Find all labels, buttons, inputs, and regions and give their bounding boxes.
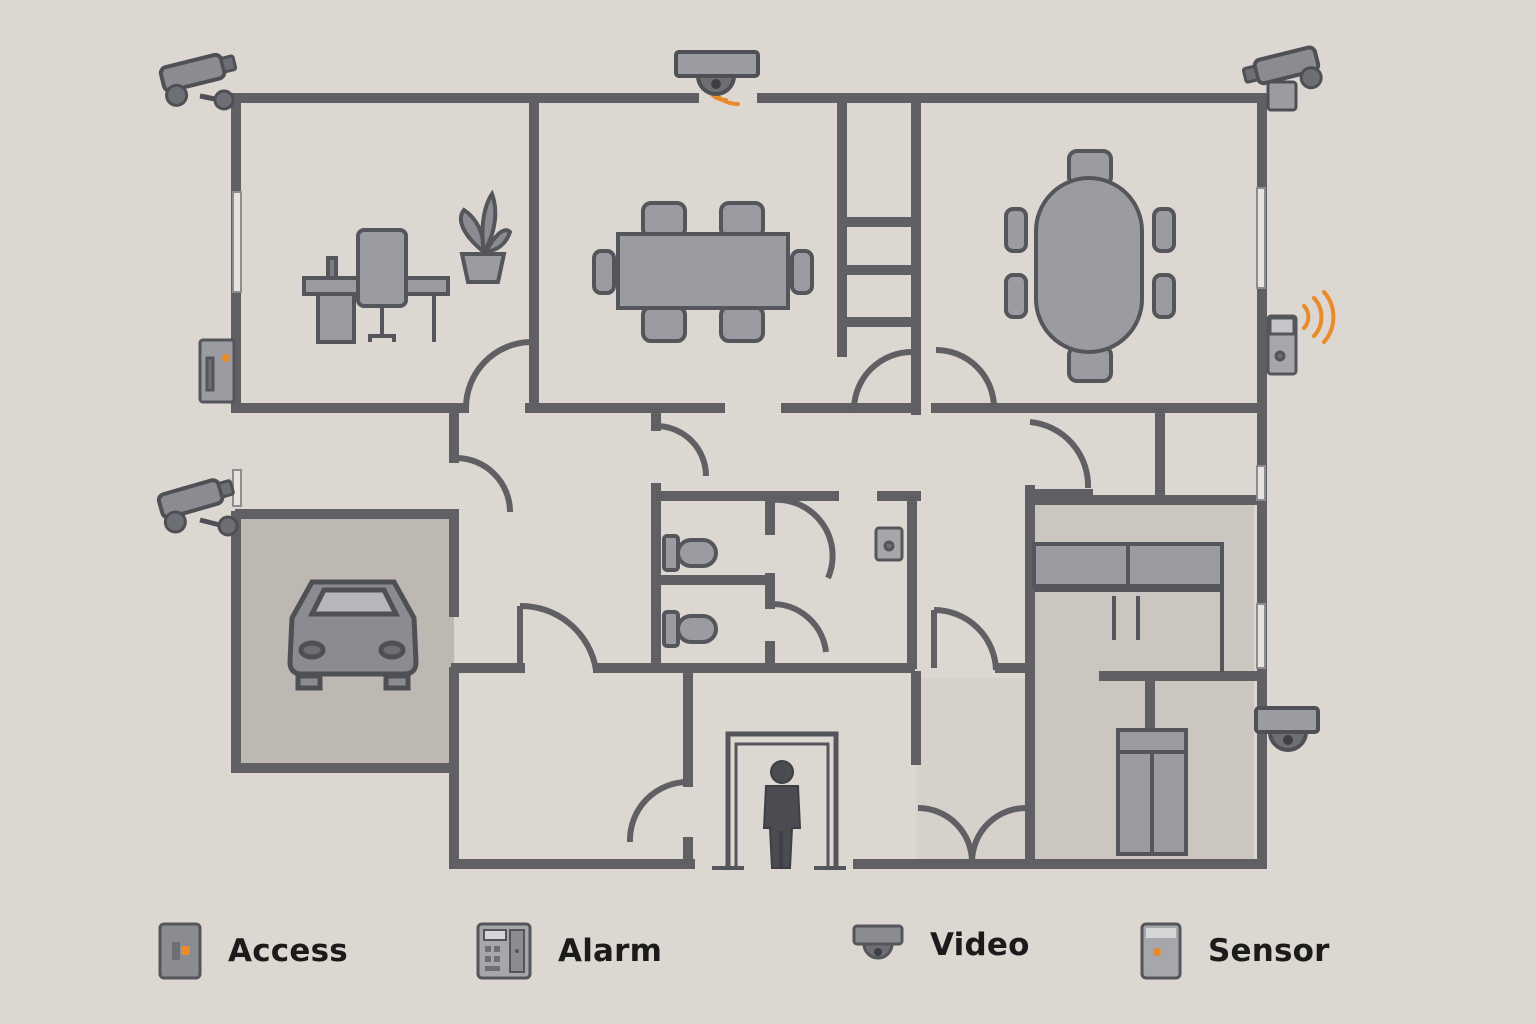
alarm-panel-icon (476, 922, 532, 980)
dome-camera-icon (674, 50, 760, 96)
wall-sensor-east (1266, 314, 1298, 376)
car-icon (287, 579, 419, 691)
legend-label-sensor: Sensor (1208, 933, 1330, 969)
access-reader-icon (158, 922, 202, 980)
walls (231, 93, 1267, 869)
metal-detector (712, 731, 846, 870)
legend-item-alarm: Alarm (476, 922, 662, 980)
person-icon (762, 760, 802, 869)
plant-icon (458, 189, 513, 284)
storage-cabinets (1032, 542, 1224, 856)
legend-item-video: Video (852, 922, 1030, 968)
legend-item-sensor: Sensor (1140, 922, 1330, 980)
meeting-table-rect (592, 201, 814, 343)
security-camera-icon (1239, 44, 1326, 112)
legend-item-access: Access (158, 922, 348, 980)
door-swings (455, 339, 1092, 863)
legend-label-video: Video (930, 927, 1030, 963)
dome-camera-icon (852, 924, 904, 960)
sensor-icon (1140, 922, 1182, 980)
office-desk (302, 228, 450, 344)
windows (232, 187, 1266, 669)
wall-sensor (874, 526, 904, 562)
legend-label-alarm: Alarm (558, 933, 663, 969)
legend-label-access: Access (228, 933, 348, 969)
conference-table-oval (1004, 149, 1176, 383)
security-camera-icon (157, 48, 244, 111)
toilet-icon (662, 534, 718, 648)
lobby-floor (916, 678, 1028, 864)
dome-camera-icon (1254, 706, 1320, 752)
security-camera-icon (155, 473, 242, 537)
access-reader-icon (198, 338, 236, 404)
